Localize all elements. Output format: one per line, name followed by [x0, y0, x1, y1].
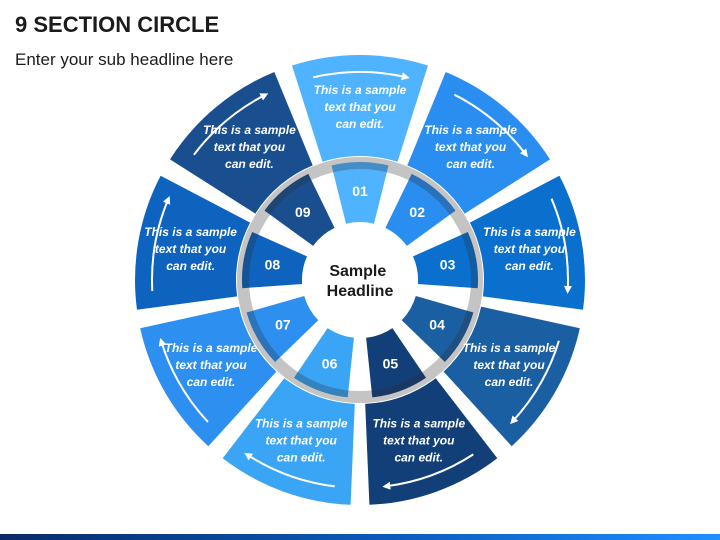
- section-3-text-line-3: can edit.: [505, 259, 554, 273]
- section-5-text-line-2: text that you: [383, 434, 455, 448]
- section-1-text-line-2: text that you: [324, 100, 396, 114]
- section-2-text-line-1: This is a sample: [424, 123, 517, 137]
- section-6-outer: [222, 378, 355, 505]
- section-9-text-line-2: text that you: [214, 140, 286, 154]
- section-9-arrow: [193, 93, 269, 156]
- section-7-text-line-1: This is a sample: [165, 341, 258, 355]
- section-5-tab: [366, 328, 426, 398]
- section-3-text: This is a sample text that you can edit.: [483, 225, 576, 273]
- section-4-text-line-2: text that you: [473, 358, 545, 372]
- section-6-text-line-2: text that you: [266, 434, 338, 448]
- section-1-text-line-1: This is a sample: [314, 83, 407, 97]
- section-2-text: This is a sample text that you can edit.: [424, 123, 517, 171]
- section-4-text-line-1: This is a sample: [463, 341, 556, 355]
- section-9-outer: [170, 72, 313, 214]
- section-6-arrow: [244, 452, 335, 488]
- section-3-text-line-2: text that you: [494, 242, 566, 256]
- section-2-outer: [407, 72, 550, 214]
- section-8-arrow: [151, 195, 171, 291]
- section-4-number: 04: [429, 317, 445, 333]
- section-8-number: 08: [265, 257, 281, 273]
- section-6-text-line-3: can edit.: [277, 451, 326, 465]
- section-6-tab: [294, 328, 354, 398]
- section-4-outer: [443, 306, 580, 447]
- page-title: 9 SECTION CIRCLE: [15, 12, 220, 37]
- section-2-text-line-2: text that you: [435, 140, 507, 154]
- page-subtitle: Enter your sub headline here: [15, 50, 234, 69]
- section-7-arrow: [158, 337, 209, 423]
- outer-sections: [135, 54, 585, 505]
- section-7-outer: [140, 306, 277, 447]
- section-5-text-line-3: can edit.: [394, 451, 443, 465]
- center-headline: Sample Headline: [327, 263, 394, 300]
- inner-number-tabs: [242, 162, 478, 398]
- section-3-tab: [413, 232, 478, 289]
- section-7-text-line-3: can edit.: [187, 375, 236, 389]
- section-1-text: This is a sample text that you can edit.: [314, 83, 407, 131]
- section-1-tab: [331, 162, 389, 224]
- section-1-number: 01: [352, 183, 368, 199]
- section-9-text-line-3: can edit.: [225, 157, 274, 171]
- bottom-accent-bar: [0, 534, 720, 540]
- section-2-text-line-3: can edit.: [446, 157, 495, 171]
- section-4-tab: [401, 296, 474, 362]
- inner-ring: [237, 157, 483, 403]
- section-3-number: 03: [440, 257, 456, 273]
- section-5-arrow: [382, 453, 474, 490]
- section-9-tab: [264, 173, 335, 246]
- section-4-text-line-3: can edit.: [485, 375, 534, 389]
- section-8-text-line-3: can edit.: [166, 259, 215, 273]
- section-5-number: 05: [383, 356, 399, 372]
- section-2-tab: [385, 173, 456, 246]
- center-headline-line-2: Headline: [327, 283, 394, 300]
- section-1-text-line-3: can edit.: [336, 117, 385, 131]
- section-8-text-line-1: This is a sample: [144, 225, 237, 239]
- section-7-text: This is a sample text that you can edit.: [165, 341, 258, 389]
- section-7-text-line-2: text that you: [175, 358, 247, 372]
- section-5-outer: [365, 378, 498, 505]
- section-8-tab: [242, 232, 307, 289]
- section-5-text: This is a sample text that you can edit.: [372, 417, 465, 465]
- section-2-number: 02: [409, 204, 425, 220]
- section-6-text-line-1: This is a sample: [255, 417, 348, 431]
- section-8-text: This is a sample text that you can edit.: [144, 225, 237, 273]
- center-headline-line-1: Sample: [329, 263, 386, 280]
- section-7-tab: [246, 296, 319, 362]
- section-5-text-line-1: This is a sample: [372, 417, 465, 431]
- section-3-arrow: [550, 198, 572, 294]
- section-3-text-line-1: This is a sample: [483, 225, 576, 239]
- section-9-number: 09: [295, 204, 311, 220]
- section-8-text-line-2: text that you: [155, 242, 227, 256]
- section-6-text: This is a sample text that you can edit.: [255, 417, 348, 465]
- section-1-outer: [292, 54, 428, 162]
- section-7-number: 07: [275, 317, 291, 333]
- section-4-text: This is a sample text that you can edit.: [463, 341, 556, 389]
- section-2-arrow: [453, 93, 528, 158]
- section-6-number: 06: [322, 356, 338, 372]
- section-4-arrow: [510, 340, 560, 425]
- section-9-text-line-1: This is a sample: [203, 123, 296, 137]
- section-9-text: This is a sample text that you can edit.: [203, 123, 296, 171]
- section-1-arrow: [312, 70, 410, 81]
